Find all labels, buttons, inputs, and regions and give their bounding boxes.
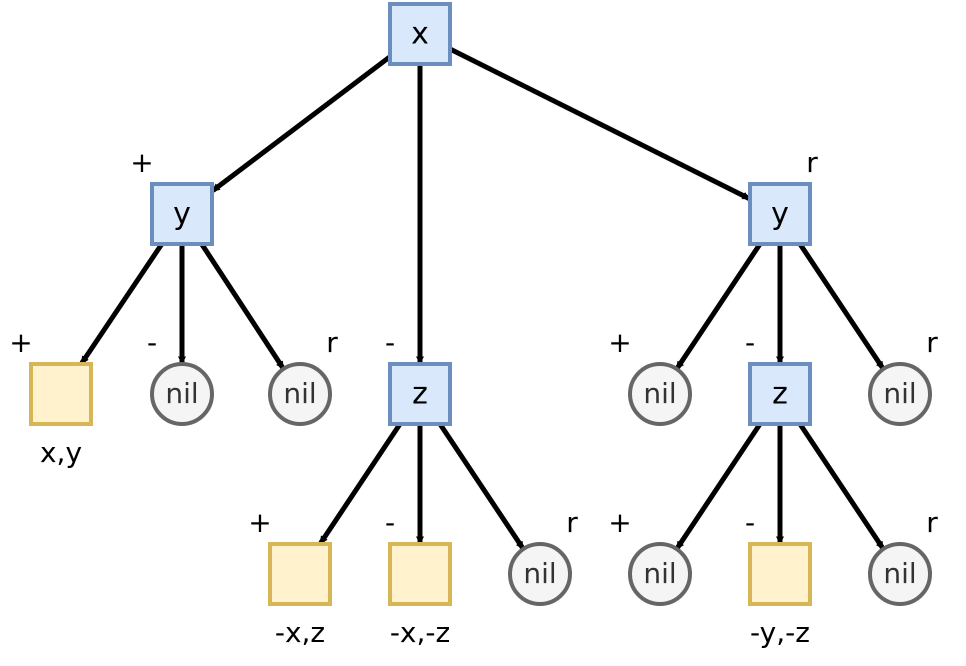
edge-y2-nil4	[675, 242, 763, 370]
variable-node-label: y	[771, 197, 789, 232]
node-nil7: nil	[868, 542, 932, 606]
edge-z1-leaf2	[318, 422, 403, 545]
edge-label-z2-leaf4: -	[745, 506, 755, 539]
nil-node-circle	[150, 362, 214, 426]
nil-node-circle	[508, 542, 572, 606]
edge-label-y2-nil5: r	[926, 326, 938, 359]
leaf-node-caption: -x,z	[275, 616, 325, 649]
variable-node-label: y	[173, 197, 191, 232]
nil-node-circle	[628, 362, 692, 426]
node-nil2: nil	[268, 362, 332, 426]
nil-node-circle	[868, 542, 932, 606]
variable-node-box	[150, 182, 214, 246]
leaf-node-box	[748, 542, 812, 606]
edge-label-y1-nil1: -	[147, 326, 157, 359]
edge-y2-nil5	[797, 242, 885, 370]
nil-node-label: nil	[883, 377, 916, 410]
leaf-node-caption: x,y	[40, 436, 82, 469]
edge-label-y2-nil4: +	[608, 326, 631, 359]
nil-node-circle	[868, 362, 932, 426]
edge-y1-leaf1	[79, 242, 164, 365]
variable-node-label: x	[411, 17, 429, 52]
edge-z1-nil3	[437, 422, 525, 550]
node-z1: z	[388, 362, 452, 426]
variable-node-label: z	[412, 377, 428, 412]
edges-layer	[79, 46, 885, 550]
node-root: x	[388, 2, 452, 66]
node-nil1: nil	[150, 362, 214, 426]
node-leaf4: -y,-z	[748, 542, 812, 649]
node-nil3: nil	[508, 542, 572, 606]
nil-node-label: nil	[883, 557, 916, 590]
node-z2: z	[748, 362, 812, 426]
edge-root-y1	[211, 54, 392, 193]
leaf-node-box	[268, 542, 332, 606]
nil-node-circle	[628, 542, 692, 606]
edge-label-z2-nil7: r	[926, 506, 938, 539]
node-y1: y	[150, 182, 214, 246]
edge-label-root-y2: r	[806, 146, 818, 179]
edge-label-y1-nil2: r	[326, 326, 338, 359]
edge-label-y1-leaf1: +	[9, 326, 32, 359]
node-y2: y	[748, 182, 812, 246]
variable-node-box	[748, 182, 812, 246]
edge-z2-nil6	[675, 422, 763, 550]
nil-node-label: nil	[283, 377, 316, 410]
edge-label-root-z1: -	[385, 326, 395, 359]
edge-z2-nil7	[797, 422, 885, 550]
node-nil4: nil	[628, 362, 692, 426]
variable-node-box	[388, 362, 452, 426]
edge-y1-nil2	[199, 242, 286, 370]
node-nil6: nil	[628, 542, 692, 606]
variable-node-box	[388, 2, 452, 66]
leaf-node-caption: -x,-z	[390, 616, 450, 649]
edge-label-root-y1: +	[130, 146, 153, 179]
nodes-layer: x y z y x,y nil nil -x,z -x,-z nil nil z nil nil -y,-z…	[29, 2, 932, 649]
nil-node-label: nil	[643, 377, 676, 410]
node-nil5: nil	[868, 362, 932, 426]
nil-node-circle	[268, 362, 332, 426]
variable-node-box	[748, 362, 812, 426]
nil-node-label: nil	[643, 557, 676, 590]
leaf-node-box	[29, 362, 93, 426]
edge-label-z1-leaf3: -	[385, 506, 395, 539]
node-leaf2: -x,z	[268, 542, 332, 649]
nil-node-label: nil	[523, 557, 556, 590]
nil-node-label: nil	[165, 377, 198, 410]
edge-label-z1-leaf2: +	[248, 506, 271, 539]
edge-labels-layer: + - r + - r + - r + - r + - r	[9, 146, 938, 539]
leaf-node-caption: -y,-z	[750, 616, 810, 649]
edge-label-y2-z2: -	[745, 326, 755, 359]
variable-node-label: z	[772, 377, 788, 412]
leaf-node-box	[388, 542, 452, 606]
node-leaf3: -x,-z	[388, 542, 452, 649]
edge-label-z1-nil3: r	[566, 506, 578, 539]
edge-label-z2-nil6: +	[608, 506, 631, 539]
edge-root-y2	[448, 46, 751, 201]
node-leaf1: x,y	[29, 362, 93, 469]
